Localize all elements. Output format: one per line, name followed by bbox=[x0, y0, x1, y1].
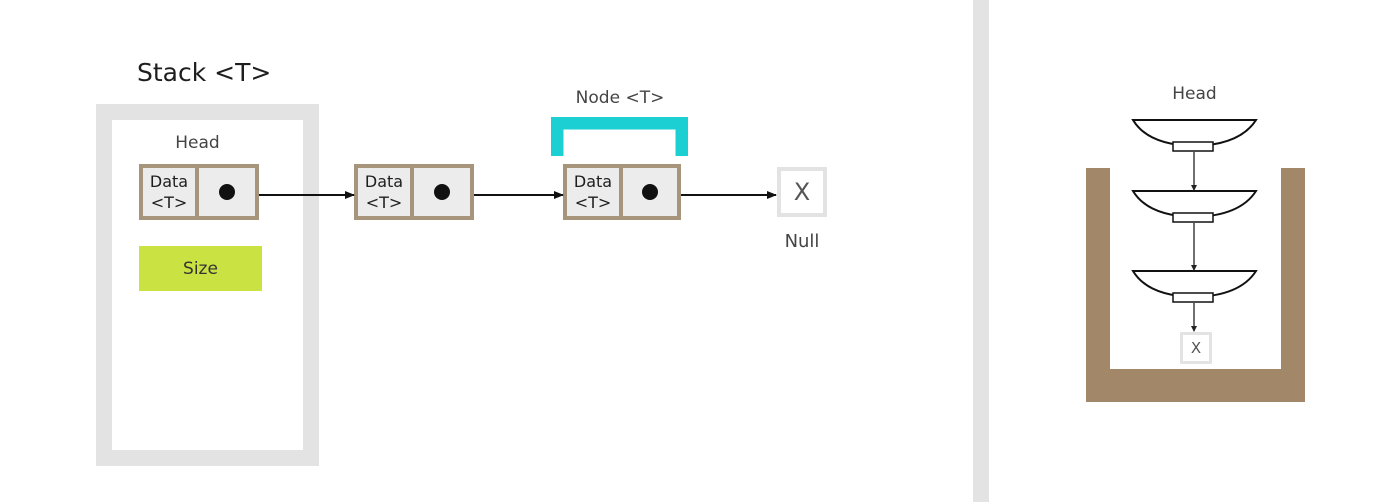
node-bracket bbox=[551, 117, 688, 156]
size-field: Size bbox=[139, 246, 262, 291]
node-data-cell: Data <T> bbox=[358, 168, 414, 216]
pointer-dot bbox=[642, 184, 658, 200]
node-type-label: <T> bbox=[365, 193, 403, 212]
null-box: X bbox=[777, 167, 827, 217]
node-pointer-cell bbox=[414, 168, 470, 216]
head-node: Data <T> bbox=[139, 164, 259, 220]
node-title: Node <T> bbox=[575, 88, 665, 108]
size-label: Size bbox=[183, 258, 218, 279]
pointer-dot bbox=[219, 184, 235, 200]
head-label: Head bbox=[175, 133, 220, 153]
stack-container-u bbox=[1086, 168, 1305, 402]
third-node: Data <T> bbox=[563, 164, 681, 220]
plate-3 bbox=[1131, 270, 1258, 303]
node-type-label: <T> bbox=[150, 193, 188, 212]
right-head-label: Head bbox=[1172, 84, 1217, 104]
node-pointer-cell bbox=[199, 168, 255, 216]
node-data-cell: Data <T> bbox=[143, 168, 199, 216]
node-pointer-cell bbox=[623, 168, 677, 216]
right-null-box: X bbox=[1180, 332, 1212, 364]
node-type-label: <T> bbox=[574, 193, 612, 212]
second-node: Data <T> bbox=[354, 164, 474, 220]
node-data-label: Data bbox=[149, 172, 189, 191]
node-data-label: Data bbox=[364, 172, 404, 191]
null-symbol: X bbox=[793, 178, 811, 206]
right-null-symbol: X bbox=[1190, 339, 1202, 357]
stack-title: Stack <T> bbox=[137, 58, 272, 87]
plate-1 bbox=[1131, 119, 1258, 152]
pointer-dot bbox=[434, 184, 450, 200]
node-data-cell: Data <T> bbox=[567, 168, 623, 216]
node-data-label: Data bbox=[573, 172, 613, 191]
plate-2 bbox=[1131, 190, 1258, 223]
panel-divider bbox=[973, 0, 989, 502]
null-label: Null bbox=[784, 231, 820, 252]
